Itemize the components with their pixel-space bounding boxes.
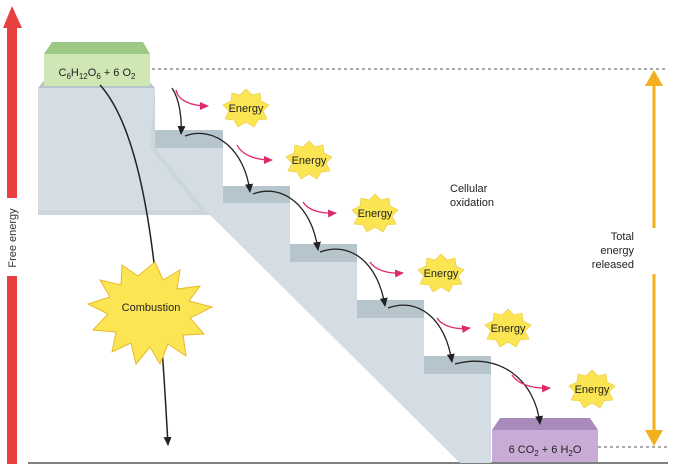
- energy-burst-shape: [568, 369, 616, 409]
- energy-bursts: Energy Energy Energy Energy Energy Energ…: [222, 88, 616, 409]
- flow-arrow-1: [171, 87, 186, 135]
- energy-release-arrow-3: [302, 201, 337, 218]
- reactant-box-front: [44, 54, 150, 86]
- step-flow-arrows: [171, 87, 544, 425]
- product-box: 6 CO2 + 6 H2O: [492, 418, 598, 462]
- flow-arrow-3: [252, 190, 321, 251]
- energy-release-arrow-4: [369, 261, 404, 278]
- combustion-arrow: [99, 84, 172, 446]
- stair-front: [38, 88, 491, 463]
- energy-burst-2: Energy: [285, 140, 333, 180]
- reactant-formula: C6H12O6 + 6 O2: [58, 67, 136, 81]
- flow-arrow-2: [184, 132, 254, 193]
- energy-release-arrow-5: [436, 317, 471, 334]
- stair-top-3: [290, 244, 357, 262]
- energy-label: Energy: [292, 155, 327, 167]
- combustion-sun: Combustion: [86, 261, 214, 366]
- axis-arrowhead: [3, 6, 22, 28]
- energy-label: Energy: [575, 384, 610, 396]
- energy-burst-3: Energy: [351, 193, 399, 233]
- reactant-box: C6H12O6 + 6 O2: [44, 42, 150, 86]
- energy-label: Energy: [229, 103, 264, 115]
- total-energy-arrowhead-bottom: [645, 430, 663, 446]
- energy-burst-shape: [351, 193, 399, 233]
- axis-shaft-top: [7, 28, 17, 198]
- product-box-top: [492, 418, 598, 430]
- stair-top-4: [357, 300, 424, 318]
- energy-burst-1: Energy: [222, 88, 270, 128]
- energy-burst-shape: [484, 308, 532, 348]
- energy-burst-shape: [222, 88, 270, 128]
- product-formula: 6 CO2 + 6 H2O: [509, 444, 582, 458]
- energy-label: Energy: [358, 208, 393, 220]
- axis-label: Free energy: [7, 208, 19, 268]
- flow-arrow-4: [319, 248, 388, 307]
- energy-release-arrows: [175, 89, 551, 393]
- energy-burst-shape: [285, 140, 333, 180]
- product-box-front: [492, 430, 598, 462]
- energy-burst-4: Energy: [417, 253, 465, 293]
- energy-release-arrow-2: [236, 144, 273, 164]
- energy-label: Energy: [491, 323, 526, 335]
- combustion-burst: [86, 261, 214, 366]
- axis-shaft-bottom: [7, 276, 17, 464]
- stair-top-5: [424, 356, 491, 374]
- energy-burst-shape: [417, 253, 465, 293]
- energy-burst-5: Energy: [484, 308, 532, 348]
- stair-top-2: [223, 186, 290, 203]
- total-label-backdrop: [600, 228, 656, 274]
- energy-burst-6: Energy: [568, 369, 616, 409]
- reactant-box-top: [44, 42, 150, 54]
- flow-arrow-6: [454, 360, 544, 425]
- free-energy-axis: Free energy: [3, 6, 22, 464]
- energy-release-arrow-1: [175, 89, 209, 110]
- combustion-label: Combustion: [122, 302, 181, 314]
- stair-top-1: [155, 130, 223, 148]
- energy-label: Energy: [424, 268, 459, 280]
- flow-arrow-5: [387, 304, 455, 363]
- total-energy-arrowhead-top: [645, 70, 663, 86]
- energy-release-arrow-6: [511, 374, 551, 393]
